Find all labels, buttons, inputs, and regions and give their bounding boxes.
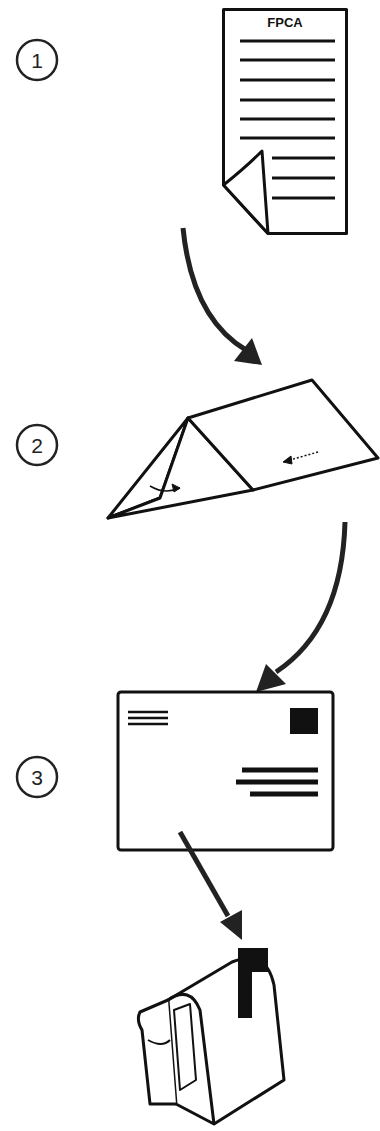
document-outline <box>222 8 348 235</box>
flow-arrow <box>183 228 262 365</box>
form-document: FPCA <box>222 8 348 235</box>
step-number: 1 <box>15 38 59 82</box>
envelope <box>118 692 333 850</box>
callout-number: 3 <box>31 767 43 788</box>
callout-number: 1 <box>31 50 43 71</box>
form-title: FPCA <box>222 15 348 30</box>
step-number: 3 <box>15 755 59 799</box>
flow-arrow <box>180 832 242 940</box>
folded-form <box>108 380 378 518</box>
step-number: 2 <box>15 423 59 467</box>
callout-number: 2 <box>31 435 43 456</box>
mailbox <box>138 948 284 1124</box>
flow-arrow <box>256 522 345 692</box>
